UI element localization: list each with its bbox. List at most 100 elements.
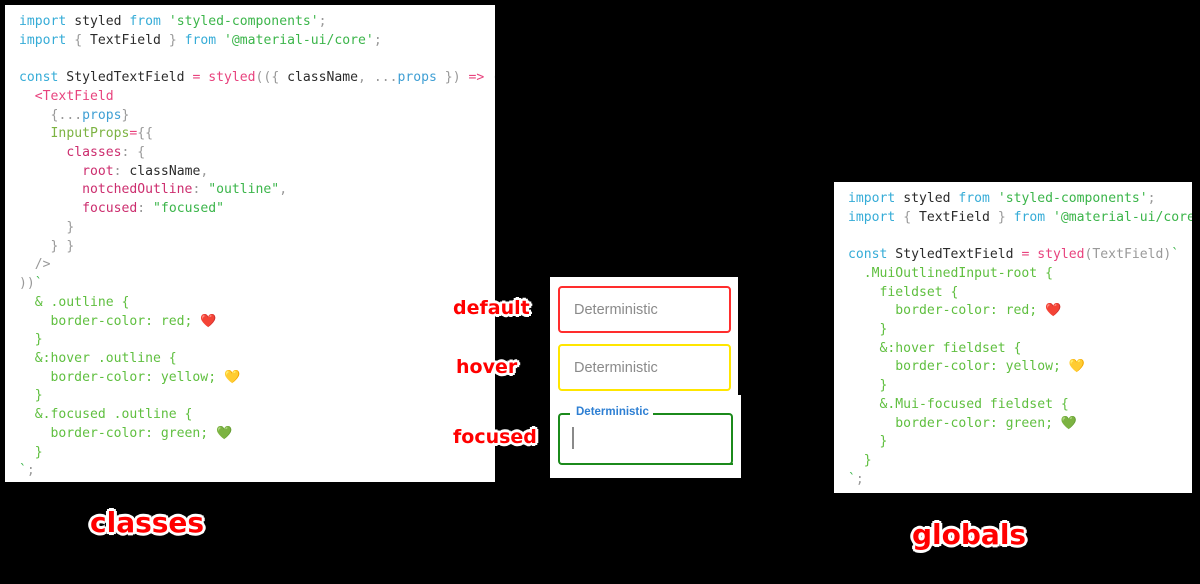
code-token: classes [66,145,122,161]
code-token: } [848,453,872,469]
code-line [848,227,1192,246]
code-token: /> [34,257,51,273]
code-token: props [397,70,437,86]
code-token: styled [895,191,959,206]
code-token: import [848,191,896,206]
textfield-hover-value: Deterministic [574,359,658,376]
code-token: &:hover .outline { [19,350,177,366]
code-line: const StyledTextField = styled(({ classN… [19,69,495,88]
code-token: from [958,191,990,206]
code-token: styled [1037,247,1085,263]
code-token [19,239,51,254]
code-token: border-color: green; [848,415,1061,431]
code-token: import [19,32,67,48]
code-token: } [848,378,888,394]
code-token: fieldset { [848,284,959,300]
code-token [19,145,66,160]
code-token: (( [255,70,272,86]
code-token [19,108,51,123]
code-line: border-color: green; 💚 [848,415,1192,434]
code-token: : [192,182,201,198]
code-token: border-color: green; [19,425,217,441]
code-token: 'styled-components' [997,191,1148,206]
annotation-hover: hover [456,356,518,378]
code-line: } [848,377,1192,396]
code-token: "outline" [208,182,280,198]
code-token: ; [1147,191,1156,206]
code-token: notchedOutline [82,182,193,198]
code-token: ; [26,463,35,479]
code-token: = [192,70,201,86]
code-line: ))` [19,275,495,294]
code-token: = [129,126,138,142]
code-token: } } [50,238,75,254]
code-panel-globals: import styled from 'styled-components';i… [834,182,1192,493]
notched-outline-right [646,413,733,465]
code-token: } [848,434,888,450]
code-line: &:hover .outline { [19,350,495,369]
code-token: = [1021,247,1030,263]
code-token: 💚 [1060,415,1078,431]
code-token [19,220,66,235]
code-token: } [19,332,43,348]
notched-outline [558,413,733,465]
code-token [366,70,374,85]
code-token: ` [34,276,43,292]
code-token: border-color: red; [19,313,201,329]
code-token: : [121,145,130,161]
code-line: .MuiOutlinedInput-root { [848,265,1192,284]
code-token: } [444,70,453,86]
textfield-focused[interactable]: Deterministic [558,406,733,465]
code-token: &.focused .outline { [19,407,193,423]
code-panel-classes: import styled from 'styled-components';i… [5,5,495,482]
code-line: focused: "focused" [19,200,495,219]
code-token [990,191,998,206]
code-token: from [1013,209,1046,225]
code-token: styled [208,70,256,86]
code-token [19,201,82,216]
preview-panel-bottom: Deterministic [550,395,741,478]
code-token [145,201,153,216]
code-token: className [121,163,201,179]
code-line: border-color: red; ❤️ [848,302,1192,321]
code-token: 💛 [223,369,241,385]
code-token: const [19,70,59,86]
code-token: { [50,107,59,123]
code-line: &.Mui-focused fieldset { [848,396,1192,415]
code-token: ... [373,70,398,86]
code-line: } [848,433,1192,452]
code-token: "focused" [153,201,224,217]
code-token: from [184,32,217,48]
code-token: border-color: yellow; [848,359,1069,375]
code-token: <TextField [34,88,114,104]
code-token [19,164,82,179]
code-line: const StyledTextField = styled(TextField… [848,246,1192,265]
code-token [19,182,82,197]
code-token: , [200,163,209,179]
code-line: root: className, [19,163,495,182]
code-line: InputProps={{ [19,125,495,144]
code-line: import styled from 'styled-components'; [19,13,495,32]
code-line [19,50,495,69]
textfield-hover[interactable]: Deterministic [558,344,731,391]
textfield-focused-label: Deterministic [572,406,653,418]
code-line: border-color: red; ❤️ [19,313,495,332]
code-line: border-color: yellow; 💛 [19,369,495,388]
code-token: ( [484,70,495,85]
code-token: ` [1171,247,1180,263]
code-token: => [468,70,485,86]
code-token: 'styled-components' [168,14,319,29]
text-caret [572,427,574,449]
code-token [19,126,51,141]
code-line: } [848,321,1192,340]
code-token: } [19,388,43,404]
code-token: StyledTextField [58,70,193,86]
code-token: : [137,201,146,217]
notched-outline-left [558,413,570,465]
code-line: & .outline { [19,294,495,313]
annotation-default: default [453,297,530,319]
textfield-default[interactable]: Deterministic [558,286,731,333]
annotation-approach-globals: globals [912,518,1027,551]
code-token: & .outline { [19,294,130,310]
